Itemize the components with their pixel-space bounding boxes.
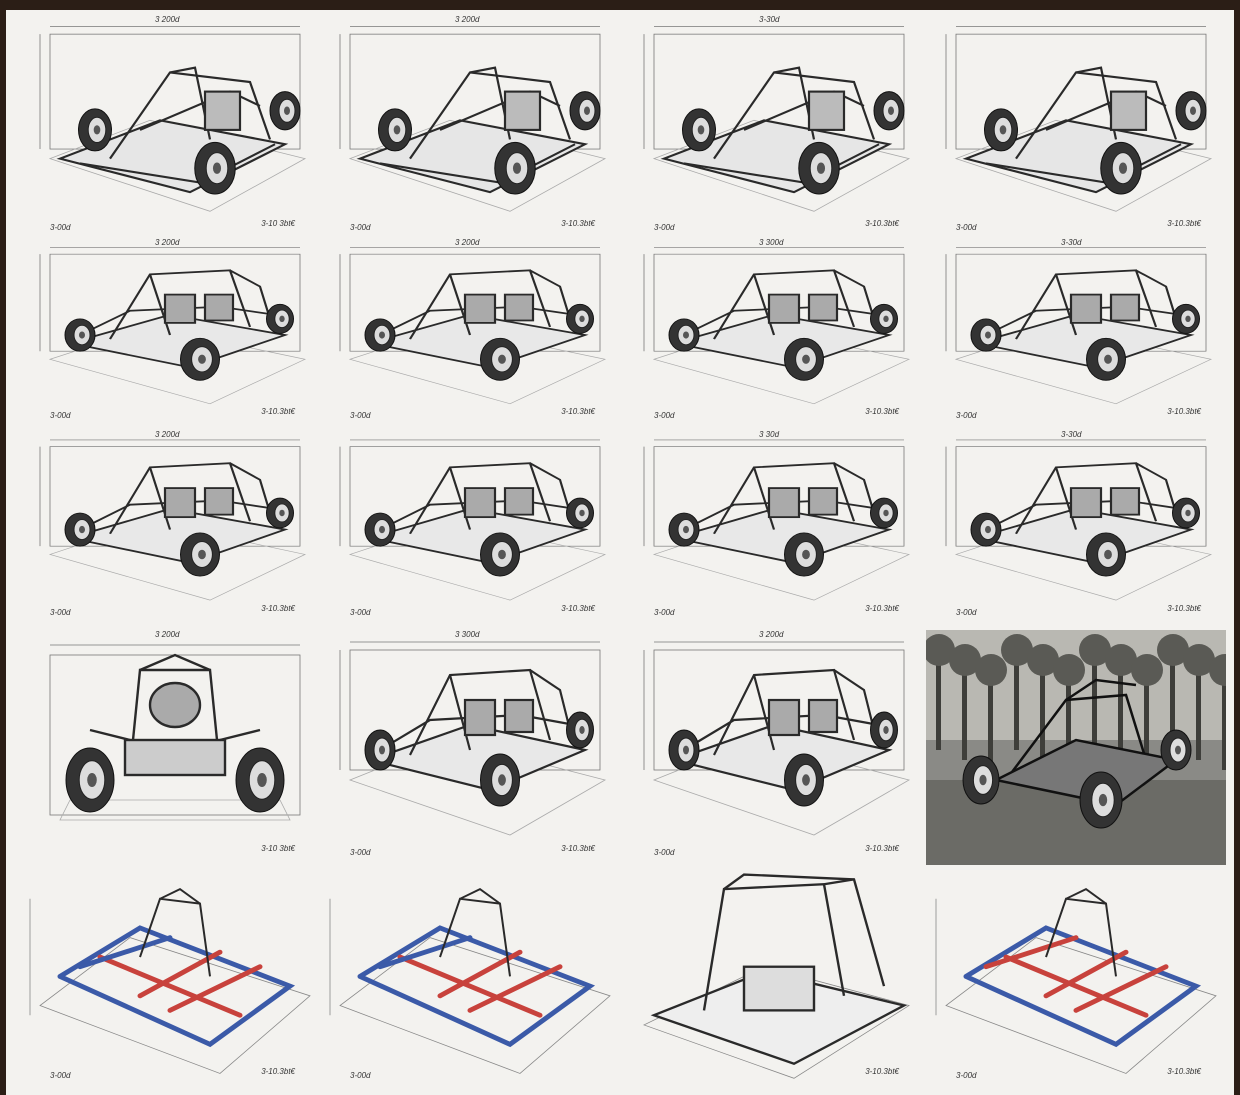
design-sheet: 3 200d 3-10 3bt€ 3-00d 3 200d 3-10.3bt€ 3-00… [6, 10, 1234, 1095]
buggy-drawing [945, 439, 1213, 601]
dimension-label: 3-00d [956, 608, 977, 617]
dimension-label: 3 300d [455, 630, 480, 639]
kart-drawing [945, 26, 1213, 212]
dimension-label: 3 200d [155, 15, 180, 24]
design-cell-buggy: 3-10.3bt€ 3-00d [320, 430, 620, 625]
buggy-drawing [339, 439, 607, 601]
dimension-label: 3-10.3bt€ [865, 407, 899, 416]
design-cell-buggy: 3-30d 3-10.3bt€ 3-00d [926, 238, 1226, 428]
dimension-label: 3-00d [654, 411, 675, 420]
frame-drawing [29, 887, 311, 1074]
buggy-drawing [945, 247, 1213, 405]
kart-drawing [339, 26, 607, 212]
front-drawing [49, 644, 301, 821]
dimension-label: 3-00d [654, 608, 675, 617]
dimension-label: 3-00d [350, 411, 371, 420]
dimension-label: 3-00d [350, 1071, 371, 1080]
design-cell-kart: 3-30d 3-10.3bt€ 3-00d [624, 15, 924, 240]
buggy-drawing [643, 641, 911, 836]
dimension-label: 3-10.3bt€ [865, 844, 899, 853]
dimension-label: 3-10.3bt€ [261, 604, 295, 613]
dimension-label: 3-10 3bt€ [261, 219, 295, 228]
dimension-label: 3-10.3bt€ [865, 219, 899, 228]
dimension-label: 3-00d [50, 608, 71, 617]
dimension-label: 3-10.3bt€ [561, 604, 595, 613]
dimension-label: 3-10.3bt€ [1167, 407, 1201, 416]
dimension-label: 3-00d [654, 848, 675, 857]
dimension-label: 3 200d [455, 15, 480, 24]
photo-drawing [926, 630, 1226, 865]
dimension-label: 3-00d [654, 223, 675, 232]
buggy-drawing [643, 439, 911, 601]
design-cell-frame2: 3-10.3bt€ 3-00d [926, 860, 1226, 1088]
dimension-label: 3-10.3bt€ [261, 1067, 295, 1076]
dimension-label: 3-00d [350, 223, 371, 232]
dimension-label: 3-00d [350, 608, 371, 617]
dimension-label: 3 200d [455, 238, 480, 247]
dimension-label: 3-30d [1061, 238, 1082, 247]
design-cell-photo [926, 630, 1226, 865]
design-cell-frame: 3-10.3bt€ 3-00d [20, 860, 320, 1088]
dimension-label: 3-10.3bt€ [561, 219, 595, 228]
dimension-label: 3 200d [155, 238, 180, 247]
dimension-label: 3-10.3bt€ [1167, 219, 1201, 228]
buggy-drawing [39, 439, 307, 601]
design-cell-frame: 3-00d [320, 860, 620, 1088]
dimension-label: 3 300d [759, 238, 784, 247]
dimension-label: 3-30d [759, 15, 780, 24]
buggy-drawing [339, 247, 607, 405]
dimension-label: 3 200d [155, 630, 180, 639]
design-cell-kart: 3 200d 3-10 3bt€ 3-00d [20, 15, 320, 240]
design-cell-front: 3 200d 3-10 3bt€ [20, 630, 320, 865]
design-cell-cage: 3-10.3bt€ [624, 860, 924, 1088]
dimension-label: 3-10 3bt€ [261, 844, 295, 853]
design-cell-buggy: 3 300d 3-10.3bt€ 3-00d [320, 630, 620, 865]
dimension-label: 3-10.3bt€ [561, 844, 595, 853]
design-cell-buggy: 3 300d 3-10.3bt€ 3-00d [624, 238, 924, 428]
dimension-label: 3 200d [759, 630, 784, 639]
buggy-drawing [339, 641, 607, 836]
dimension-label: 3-00d [50, 1071, 71, 1080]
dimension-label: 3-00d [50, 223, 71, 232]
design-cell-buggy: 3 200d 3-10.3bt€ 3-00d [624, 630, 924, 865]
dimension-label: 3-30d [1061, 430, 1082, 439]
frame-drawing [329, 887, 611, 1074]
buggy-drawing [39, 247, 307, 405]
kart-drawing [643, 26, 911, 212]
dimension-label: 3-10.3bt€ [1167, 604, 1201, 613]
dimension-label: 3-10.3bt€ [865, 1067, 899, 1076]
dimension-label: 3-00d [956, 223, 977, 232]
design-cell-buggy: 3 30d 3-10.3bt€ 3-00d [624, 430, 924, 625]
dimension-label: 3-10.3bt€ [865, 604, 899, 613]
dimension-label: 3-10.3bt€ [561, 407, 595, 416]
design-cell-buggy: 3 200d 3-10.3bt€ 3-00d [20, 430, 320, 625]
dimension-label: 3-00d [956, 411, 977, 420]
dimension-label: 3-10.3bt€ [1167, 1067, 1201, 1076]
kart-drawing [39, 26, 307, 212]
dimension-label: 3-00d [50, 411, 71, 420]
design-cell-buggy: 3-30d 3-10.3bt€ 3-00d [926, 430, 1226, 625]
design-cell-buggy: 3 200d 3-10.3bt€ 3-00d [320, 238, 620, 428]
dimension-label: 3 200d [155, 430, 180, 439]
dimension-label: 3 30d [759, 430, 780, 439]
design-cell-kart: 3 200d 3-10.3bt€ 3-00d [320, 15, 620, 240]
dimension-label: 3-00d [350, 848, 371, 857]
dimension-label: 3-00d [956, 1071, 977, 1080]
frame2-drawing [935, 887, 1217, 1074]
cage-drawing [642, 873, 910, 1079]
design-cell-buggy: 3 200d 3-10.3bt€ 3-00d [20, 238, 320, 428]
design-cell-kart: 3-10.3bt€ 3-00d [926, 15, 1226, 240]
buggy-drawing [643, 247, 911, 405]
dimension-label: 3-10.3bt€ [261, 407, 295, 416]
